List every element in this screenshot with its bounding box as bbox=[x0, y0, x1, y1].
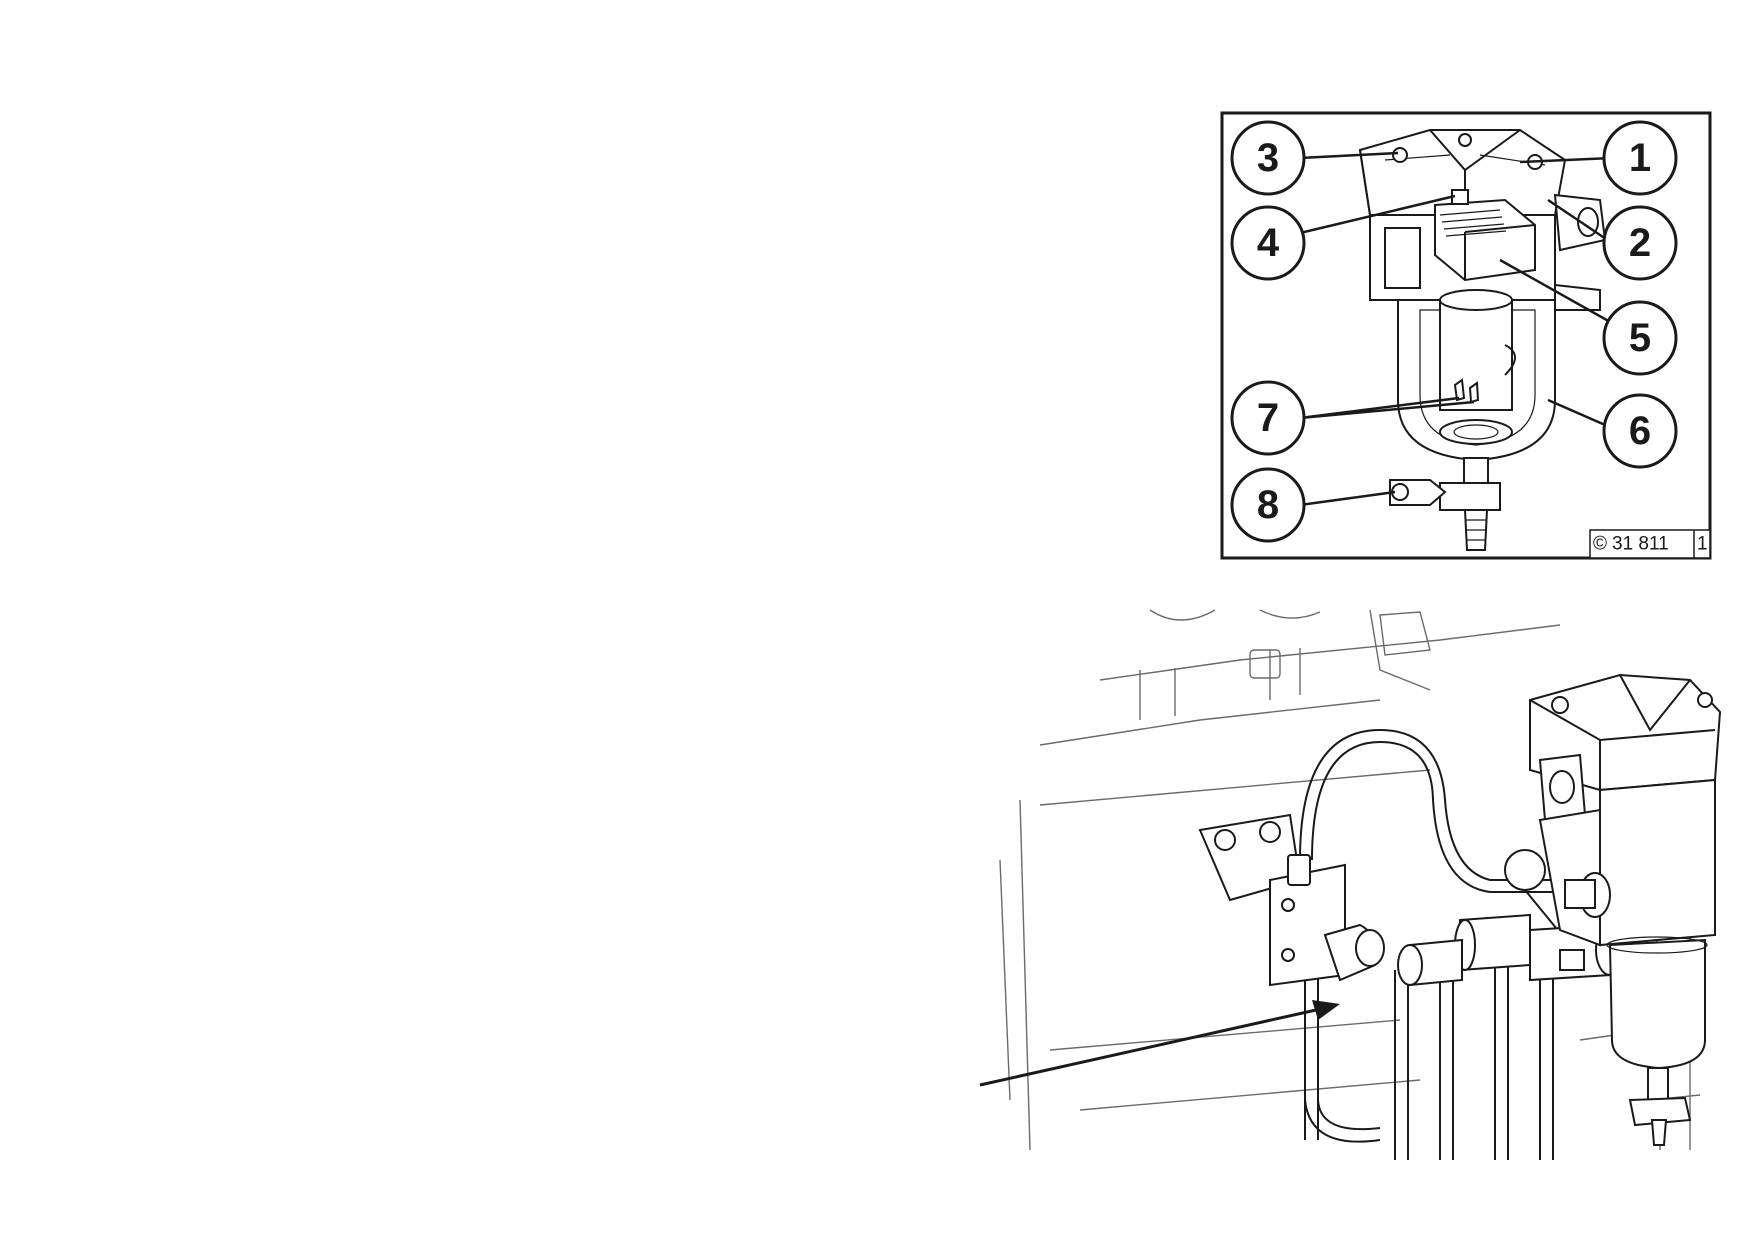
callout-4: 4 bbox=[1230, 205, 1306, 281]
callout-8: 8 bbox=[1230, 467, 1306, 543]
callout-label: 2 bbox=[1629, 221, 1651, 265]
reference-number: 31 811 bbox=[1612, 534, 1669, 555]
fuel-filter-main bbox=[1529, 673, 1722, 1146]
reference-code-box: © 31 811 1 bbox=[1589, 529, 1711, 559]
callout-label: 7 bbox=[1257, 396, 1279, 440]
callout-6: 6 bbox=[1602, 393, 1678, 469]
callout-2: 2 bbox=[1602, 205, 1678, 281]
leader-4 bbox=[1299, 194, 1456, 235]
callout-label: 3 bbox=[1257, 136, 1279, 180]
callout-leaders bbox=[1299, 151, 1613, 507]
leader-7 bbox=[1299, 396, 1475, 420]
leader-5 bbox=[1499, 258, 1613, 325]
engine-assembly bbox=[979, 609, 1722, 1160]
callout-7: 7 bbox=[1230, 380, 1306, 456]
callout-5: 5 bbox=[1602, 300, 1678, 376]
valve-block bbox=[1269, 854, 1385, 987]
callout-1: 1 bbox=[1602, 120, 1678, 196]
copyright-symbol: © bbox=[1593, 534, 1607, 555]
callout-label: 8 bbox=[1257, 483, 1279, 527]
sheet-number: 1 bbox=[1697, 534, 1708, 555]
inset-detail: 1 2 3 4 5 6 7 8 bbox=[1220, 111, 1712, 560]
leader-6 bbox=[1547, 398, 1613, 430]
fuel-lines bbox=[1299, 728, 1590, 1160]
inset-fuel-filter bbox=[1358, 129, 1607, 551]
callout-3: 3 bbox=[1230, 120, 1306, 196]
leader-2 bbox=[1547, 198, 1613, 245]
callout-label: 1 bbox=[1629, 136, 1651, 180]
callout-label: 4 bbox=[1257, 221, 1280, 265]
leader-1 bbox=[1519, 156, 1613, 164]
leader-8 bbox=[1299, 490, 1396, 507]
callout-label: 6 bbox=[1629, 409, 1651, 453]
pointer-arrow bbox=[979, 1000, 1340, 1087]
leader-3 bbox=[1299, 151, 1399, 160]
callout-label: 5 bbox=[1629, 316, 1651, 360]
